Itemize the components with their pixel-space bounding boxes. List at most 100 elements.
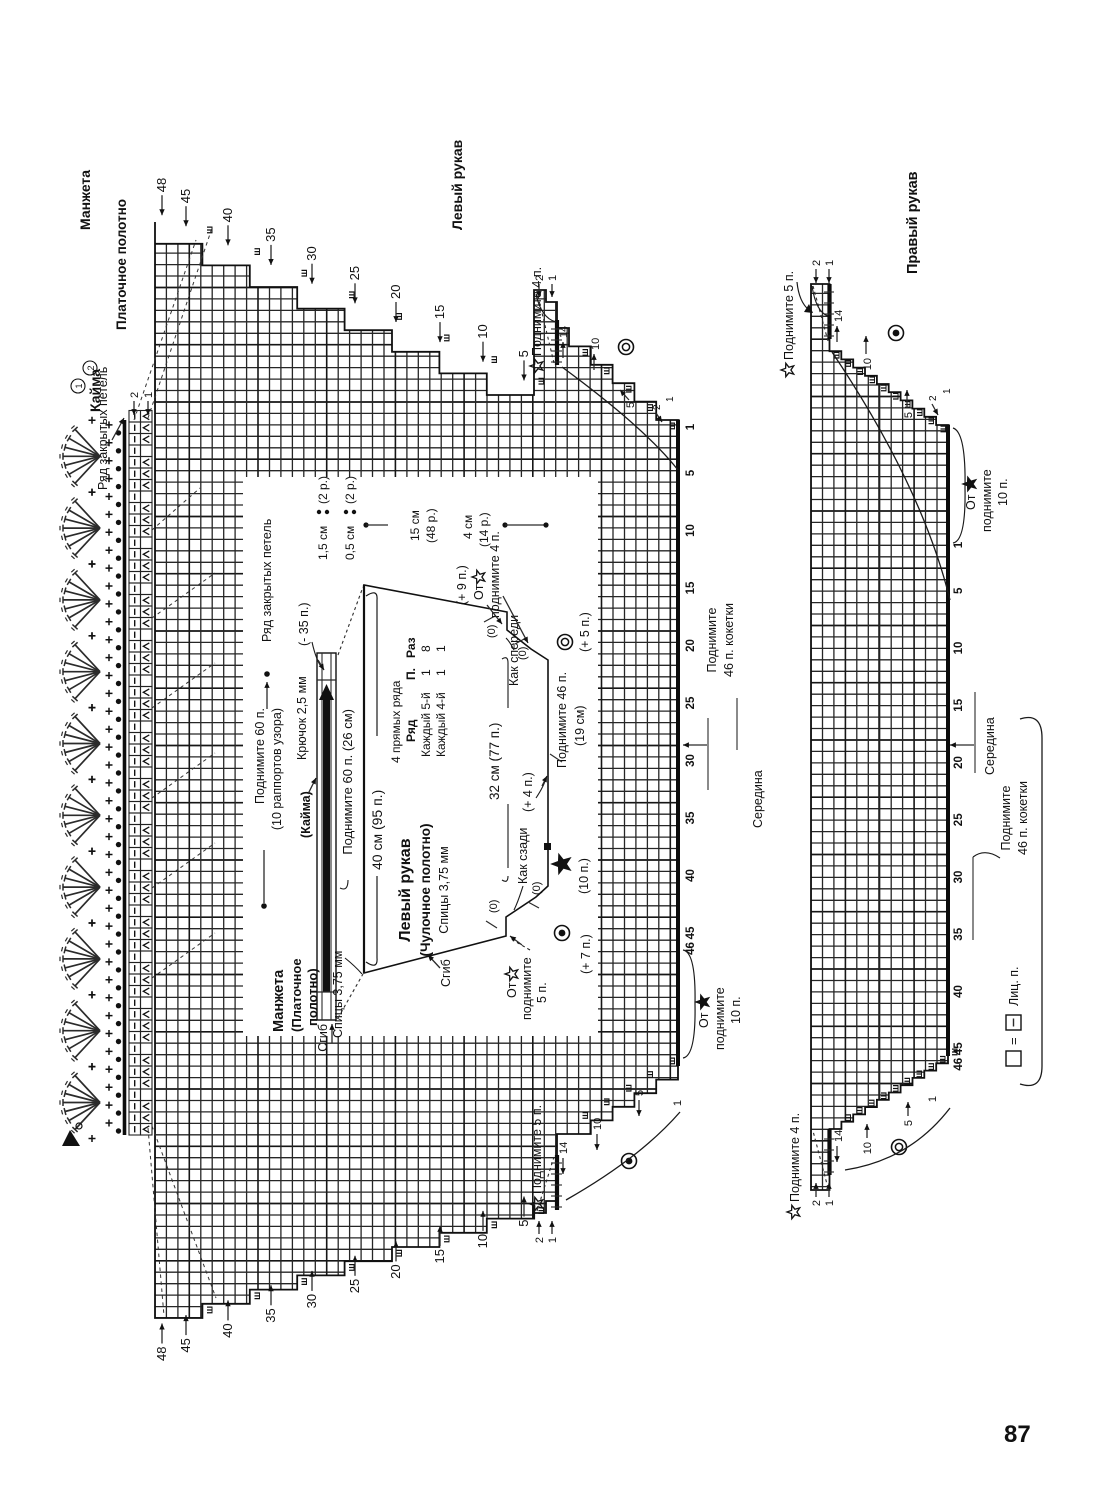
- svg-text:35: 35: [953, 927, 965, 940]
- svg-text:ш: ш: [843, 359, 854, 367]
- svg-text:14: 14: [833, 310, 845, 322]
- svg-text:2: 2: [86, 365, 96, 370]
- svg-text:ш: ш: [867, 1099, 878, 1107]
- svg-text:ш: ш: [252, 1292, 263, 1300]
- svg-text:Раз: Раз: [404, 637, 418, 658]
- svg-text:ш: ш: [938, 1055, 949, 1063]
- svg-text:полотно): полотно): [305, 968, 320, 1026]
- svg-text:10 п.: 10 п.: [729, 996, 743, 1024]
- svg-text:От: От: [697, 1012, 711, 1028]
- svg-text:От: От: [505, 982, 519, 998]
- svg-text:П.: П.: [404, 668, 418, 680]
- svg-text:5 п.: 5 п.: [535, 982, 549, 1003]
- svg-text:1,5 см: 1,5 см: [316, 526, 330, 560]
- svg-text:Ряд: Ряд: [404, 719, 418, 742]
- svg-text:(+ 4 п.): (+ 4 п.): [521, 772, 535, 812]
- svg-text:Поднимите 60 п.: Поднимите 60 п.: [253, 708, 267, 804]
- svg-text:30: 30: [953, 871, 965, 884]
- svg-text:48: 48: [154, 1347, 169, 1361]
- svg-text:Крючок 2,5 мм: Крючок 2,5 мм: [295, 676, 309, 760]
- svg-text:(14 р.): (14 р.): [477, 512, 491, 547]
- svg-text:10 п.: 10 п.: [996, 478, 1010, 506]
- svg-text:14: 14: [833, 1130, 845, 1142]
- svg-text:ш: ш: [623, 385, 634, 393]
- svg-text:1: 1: [74, 383, 84, 388]
- svg-text:ш: ш: [879, 384, 890, 392]
- svg-text:46 п. кокетки: 46 п. кокетки: [722, 603, 736, 677]
- svg-text:=: =: [1006, 1037, 1021, 1045]
- svg-text:(2 р.): (2 р.): [343, 476, 357, 504]
- svg-text:ш: ш: [878, 1092, 889, 1100]
- svg-text:(10 раппортов узора): (10 раппортов узора): [270, 708, 284, 830]
- svg-text:40: 40: [220, 1323, 235, 1337]
- svg-text:25: 25: [953, 813, 965, 826]
- svg-text:(48 р.): (48 р.): [424, 508, 438, 543]
- svg-text:14: 14: [558, 1142, 570, 1154]
- svg-text:поднимите: поднимите: [713, 987, 727, 1050]
- svg-text:(- 35 п.): (- 35 п.): [297, 602, 311, 646]
- svg-text:8: 8: [419, 645, 433, 652]
- svg-text:5: 5: [625, 402, 637, 408]
- svg-text:ш: ш: [645, 403, 656, 411]
- svg-text:ш: ш: [926, 1062, 937, 1070]
- svg-text:46: 46: [953, 1058, 965, 1071]
- svg-text:Спицы 3,75 мм: Спицы 3,75 мм: [437, 846, 451, 933]
- svg-text:15: 15: [432, 305, 447, 319]
- svg-text:ш: ш: [645, 1070, 656, 1078]
- svg-text:ш: ш: [891, 392, 902, 400]
- svg-text:10: 10: [862, 1142, 874, 1154]
- svg-text:1: 1: [665, 396, 676, 402]
- svg-text:ш: ш: [831, 351, 842, 359]
- svg-text:(+ 9 п.): (+ 9 п.): [455, 565, 469, 605]
- svg-text:Поднимите 5 п.: Поднимите 5 п.: [530, 1105, 544, 1194]
- svg-text:2: 2: [811, 1200, 823, 1206]
- svg-text:ш: ш: [950, 1048, 961, 1056]
- svg-text:32 см (77 п.): 32 см (77 п.): [487, 723, 502, 800]
- svg-text:поднимите: поднимите: [520, 957, 534, 1020]
- svg-text:1: 1: [824, 1200, 836, 1206]
- svg-text:ш: ш: [667, 422, 678, 430]
- svg-text:Ряд закрытых петель: Ряд закрытых петель: [260, 519, 274, 642]
- svg-text:ш: ш: [252, 247, 263, 255]
- svg-text:ш: ш: [580, 1111, 591, 1119]
- svg-text:(+ 5 п.): (+ 5 п.): [578, 612, 592, 652]
- svg-text:15: 15: [432, 1249, 447, 1263]
- svg-text:ш: ш: [204, 1306, 215, 1314]
- svg-text:ш: ш: [580, 348, 591, 356]
- svg-text:Как сзади: Как сзади: [516, 828, 530, 884]
- svg-text:40: 40: [953, 985, 965, 998]
- svg-text:ш: ш: [938, 425, 949, 433]
- svg-text:ш: ш: [441, 334, 452, 342]
- svg-text:4 см: 4 см: [461, 515, 475, 539]
- svg-text:Платочное полотно: Платочное полотно: [114, 199, 129, 330]
- svg-text:ш: ш: [667, 1057, 678, 1065]
- svg-text:Каждый 5-й: Каждый 5-й: [419, 692, 433, 757]
- svg-text:40 см (95 п.): 40 см (95 п.): [369, 790, 385, 870]
- svg-text:45: 45: [953, 1042, 965, 1055]
- svg-text:48: 48: [154, 178, 169, 192]
- svg-text:4 прямых ряда: 4 прямых ряда: [389, 680, 403, 763]
- svg-text:ш: ш: [855, 1106, 866, 1114]
- svg-text:20: 20: [953, 756, 965, 769]
- svg-text:Поднимите 46 п.: Поднимите 46 п.: [555, 672, 569, 768]
- svg-text:2: 2: [928, 395, 939, 401]
- svg-text:1: 1: [434, 645, 448, 652]
- svg-text:ш: ш: [602, 1098, 613, 1106]
- svg-text:Правый рукав: Правый рукав: [905, 171, 921, 274]
- svg-text:(0): (0): [488, 900, 500, 913]
- svg-text:Поднимите 4 п.: Поднимите 4 п.: [788, 1113, 802, 1202]
- svg-text:1: 1: [143, 392, 155, 398]
- svg-text:2: 2: [534, 1237, 546, 1243]
- svg-text:От: От: [472, 584, 486, 600]
- svg-text:ш: ш: [347, 291, 358, 299]
- svg-text:(0): (0): [486, 625, 498, 638]
- svg-text:10: 10: [592, 1118, 604, 1130]
- svg-text:2: 2: [811, 260, 823, 266]
- svg-text:2: 2: [129, 392, 141, 398]
- svg-text:10: 10: [862, 358, 874, 370]
- svg-text:46: 46: [685, 942, 697, 955]
- svg-text:0,5 см: 0,5 см: [343, 526, 357, 560]
- svg-text:46 п. кокетки: 46 п. кокетки: [1016, 781, 1030, 855]
- svg-text:(10 п.): (10 п.): [577, 858, 591, 894]
- svg-text:Кайма: Кайма: [87, 369, 103, 412]
